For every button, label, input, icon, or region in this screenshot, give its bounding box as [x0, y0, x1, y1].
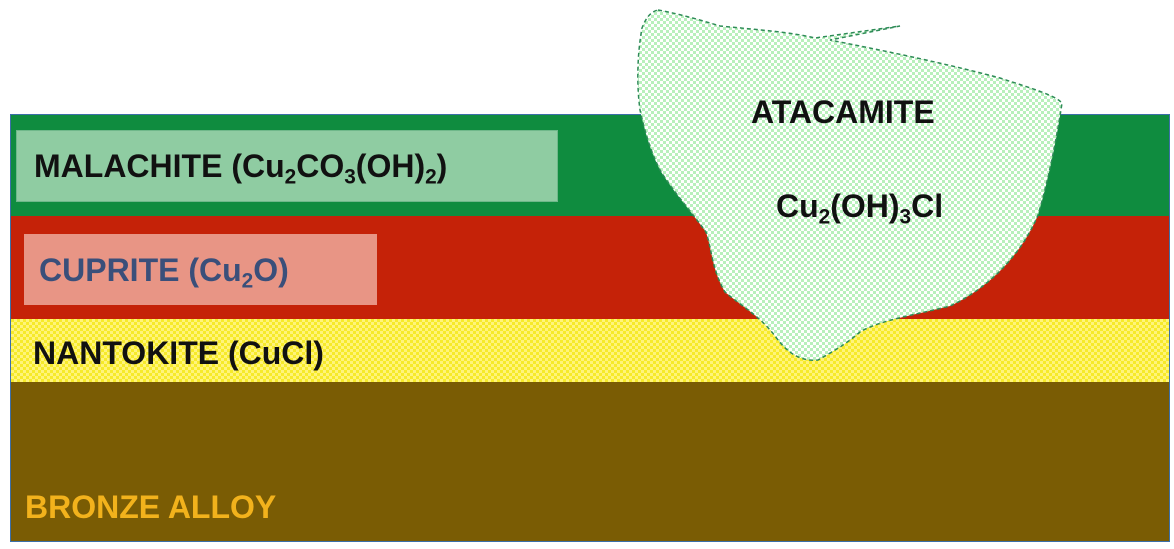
formula-subscript: 3 — [899, 205, 912, 229]
bronze-alloy-layer — [10, 382, 1170, 542]
nantokite-label: NANTOKITE (CuCl) — [33, 335, 324, 371]
nantokite-layer — [10, 319, 1170, 382]
malachite-label: MALACHITE (Cu2CO3(OH)2) — [16, 130, 558, 202]
bronze-alloy-label: BRONZE ALLOY — [25, 489, 277, 525]
atacamite-title: ATACAMITE — [751, 94, 935, 130]
formula-subscript: 2 — [425, 165, 437, 189]
cuprite-name: CUPRITE ( — [39, 251, 199, 288]
formula-subscript: 3 — [344, 165, 356, 189]
malachite-formula: Cu2CO3(OH)2) — [241, 148, 448, 189]
cuprite-formula: Cu2O) — [199, 251, 289, 293]
atacamite-shape — [637, 9, 1063, 361]
malachite-name: MALACHITE ( — [34, 148, 242, 184]
formula-subscript: 2 — [241, 269, 254, 293]
formula-subscript: 2 — [818, 205, 831, 229]
cuprite-label: CUPRITE (Cu2O) — [24, 234, 377, 305]
formula-subscript: 2 — [284, 165, 297, 189]
atacamite-formula: Cu2(OH)3Cl — [776, 188, 944, 229]
